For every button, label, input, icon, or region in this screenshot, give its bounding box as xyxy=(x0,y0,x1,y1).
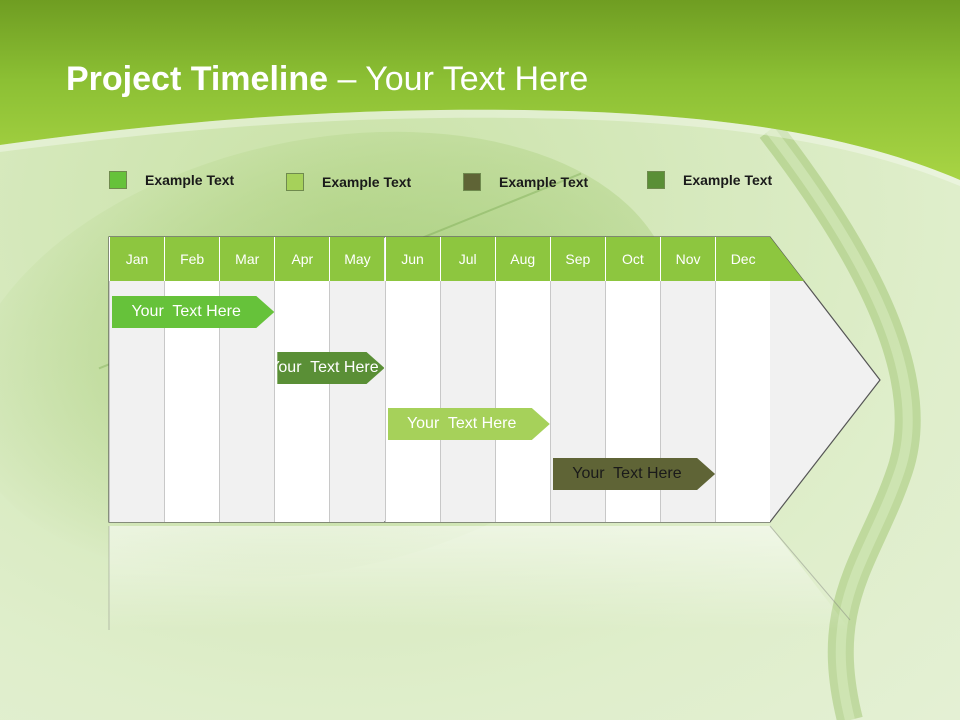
task-bar-label: Your Text Here xyxy=(572,465,682,482)
month-header-oct: Oct xyxy=(604,237,660,281)
month-header-may: May xyxy=(329,237,385,281)
legend-item: Example Text xyxy=(463,172,588,192)
month-column xyxy=(439,281,495,522)
task-bar: Your Text Here xyxy=(553,458,715,490)
legend-item: Example Text xyxy=(109,170,234,190)
title-rest: – Your Text Here xyxy=(328,60,589,98)
month-column xyxy=(494,281,550,522)
month-header-jun: Jun xyxy=(384,237,440,281)
legend-item: Example Text xyxy=(647,170,772,190)
legend-item: Example Text xyxy=(286,172,411,192)
month-column xyxy=(274,281,330,522)
month-header-aug: Aug xyxy=(494,237,550,281)
task-bar-label: Your Text Here xyxy=(269,359,379,376)
legend-swatch xyxy=(647,171,665,189)
month-header-jan: Jan xyxy=(109,237,165,281)
legend-swatch xyxy=(109,171,127,189)
page-title: Project Timeline – Your Text Here xyxy=(66,60,588,99)
legend-swatch xyxy=(463,173,481,191)
month-header-mar: Mar xyxy=(219,237,275,281)
month-column xyxy=(384,281,440,522)
task-bar-label: Your Text Here xyxy=(131,303,241,320)
header-band xyxy=(0,0,960,186)
month-header-apr: Apr xyxy=(274,237,330,281)
legend-label: Example Text xyxy=(145,172,235,188)
task-bar: Your Text Here xyxy=(277,352,384,384)
month-header-jul: Jul xyxy=(439,237,495,281)
title-bold: Project Timeline xyxy=(66,60,329,98)
legend-label: Example Text xyxy=(499,174,589,190)
month-column xyxy=(715,281,771,522)
month-column xyxy=(329,281,385,522)
task-bar: Your Text Here xyxy=(388,408,550,440)
task-bar: Your Text Here xyxy=(112,296,274,328)
month-header-feb: Feb xyxy=(164,237,220,281)
month-header-sep: Sep xyxy=(549,237,605,281)
month-header-dec: Dec xyxy=(715,237,771,281)
month-header-nov: Nov xyxy=(660,237,716,281)
legend-label: Example Text xyxy=(322,174,412,190)
legend-swatch xyxy=(286,173,304,191)
task-bar-label: Your Text Here xyxy=(406,415,517,432)
legend-label: Example Text xyxy=(683,172,773,188)
